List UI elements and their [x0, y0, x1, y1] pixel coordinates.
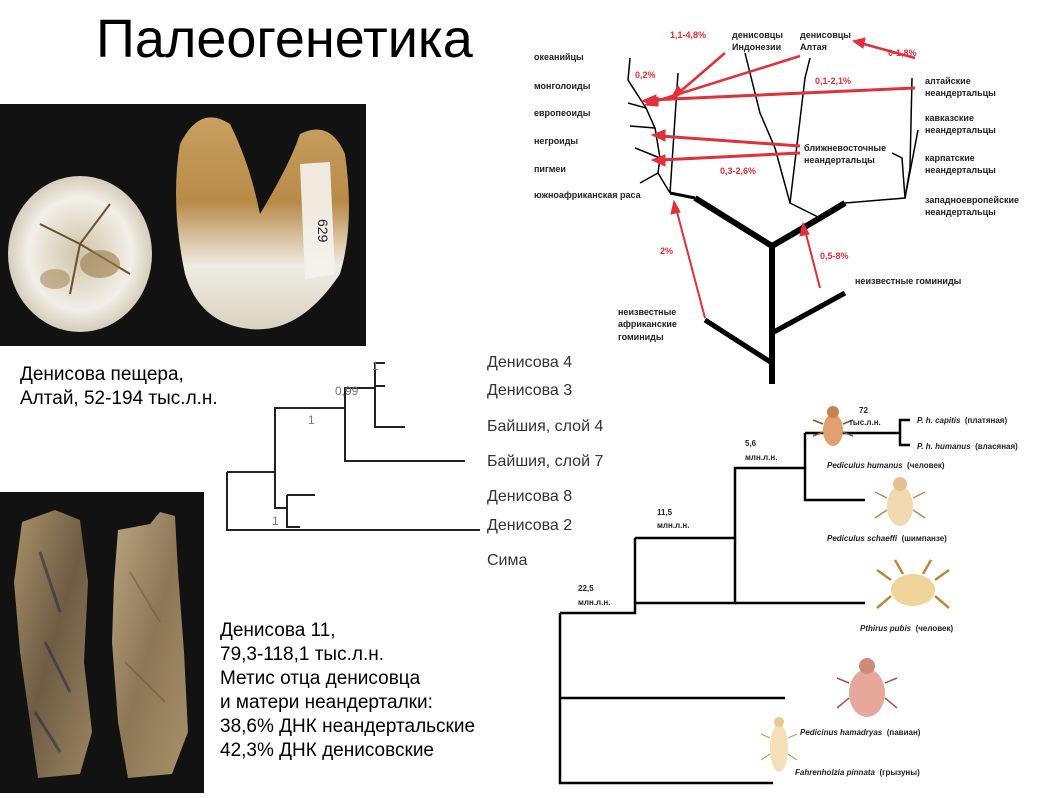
- label-europeoids: европеоиды: [534, 108, 591, 118]
- node-label: млн.л.н.: [578, 598, 610, 607]
- percent-label: 1,1-4,8%: [670, 30, 706, 40]
- tree-leaf: Сима: [487, 552, 527, 569]
- leaf-label: P. h. capitis (платяная): [917, 410, 1007, 427]
- label-westeuropean-neanderthals: неандертальцы: [925, 207, 996, 217]
- label-denisovans-altai: денисовцы: [800, 30, 851, 40]
- label-denisovans-indonesia: Индонезии: [732, 42, 781, 52]
- caption-line: Денисова пещера,: [20, 364, 184, 385]
- caption-line: Метис отца денисовца: [220, 668, 421, 689]
- label-south-african: южноафриканская раса: [534, 190, 642, 200]
- label-altai-neanderthals: неандертальцы: [925, 88, 996, 98]
- node-label: 11,5: [657, 508, 673, 517]
- node-label: тыс.л.н.: [849, 418, 881, 427]
- page-title: Палеогенетика: [96, 9, 473, 69]
- percent-label: 0-1,8%: [888, 48, 917, 58]
- label-unknown-african: гоминиды: [618, 332, 664, 342]
- denisova11-bone-photo: [0, 492, 204, 793]
- support-value: 1: [308, 413, 315, 427]
- label-westeuropean-neanderthals: западноевропейские: [925, 195, 1019, 205]
- denisova-tooth-photo: 629: [0, 104, 366, 346]
- human-phylogeny-tree: океанийцы монголоиды европеоиды негроиды…: [534, 30, 1019, 384]
- louse-chimp-icon: [874, 477, 926, 526]
- tree-branches: [226, 362, 480, 531]
- label-negroids: негроиды: [534, 136, 578, 146]
- percent-label: 0,2%: [635, 70, 656, 80]
- label-neareast-neanderthals: неандертальцы: [804, 155, 875, 165]
- label-unknown-african: неизвестные: [618, 307, 676, 317]
- denisova-phylogeny-tree: 1 0,99 1 1 Денисова 4 Денисова 3 Байшия,…: [226, 354, 603, 569]
- denisova11-caption: Денисова 11, 79,3-118,1 тыс.л.н. Метис о…: [220, 619, 475, 763]
- caption-line: Алтай, 52-194 тыс.л.н.: [20, 388, 218, 409]
- label-carpathian-neanderthals: карпатские: [925, 153, 975, 163]
- label-mongoloids: монголоиды: [534, 81, 591, 91]
- tree-labels: океанийцы монголоиды европеоиды негроиды…: [534, 30, 1019, 342]
- louse-rodent-icon: [760, 717, 798, 772]
- label-unknown-hominids: неизвестные гоминиды: [855, 276, 962, 286]
- label-unknown-african: африканские: [618, 319, 677, 329]
- leaf-label: Pthirus pubis (человек): [860, 618, 953, 635]
- node-label: млн.л.н.: [745, 453, 777, 462]
- tree-branches: [558, 418, 910, 785]
- label-pygmies: пигмеи: [534, 164, 566, 174]
- tree-leaf: Денисова 8: [487, 488, 572, 505]
- leaf-label: Fahrenholzia pinnata (грызуны): [795, 762, 920, 779]
- caption-line: и матери неандерталки:: [220, 692, 433, 713]
- svg-text:629: 629: [315, 219, 331, 243]
- lice-phylogeny-tree: 72 тыс.л.н. 5,6 млн.л.н. 11,5 млн.л.н. 2…: [558, 406, 1018, 785]
- leaf-label: P. h. humanus (власяная): [917, 436, 1018, 453]
- leaf-label: Pediculus humanus (человек): [827, 455, 945, 472]
- denisova-cave-caption: Денисова пещера, Алтай, 52-194 тыс.л.н.: [20, 363, 218, 411]
- support-value: 1: [372, 359, 379, 373]
- louse-baboon-icon: [836, 658, 898, 717]
- node-label: млн.л.н.: [657, 521, 689, 530]
- node-label: 22,5: [578, 584, 594, 593]
- label-carpathian-neanderthals: неандертальцы: [925, 165, 996, 175]
- caption-line: Денисова 11,: [220, 620, 336, 641]
- tree-leaf: Денисова 4: [487, 354, 572, 371]
- caption-line: 38,6% ДНК неандертальские: [220, 716, 476, 737]
- label-oceanians: океанийцы: [534, 52, 584, 62]
- tree-leaf: Денисова 2: [487, 517, 572, 534]
- node-label: 72: [859, 406, 868, 415]
- louse-human-icon: [812, 406, 854, 446]
- tree-leaf: Денисова 3: [487, 382, 572, 399]
- label-neareast-neanderthals: ближневосточные: [804, 143, 886, 153]
- tree-leaf: Байшия, слой 4: [487, 418, 603, 435]
- louse-pthirus-icon: [876, 559, 950, 609]
- admixture-percentages: 1,1-4,8% 0,2% 0-1,8% 0,1-2,1% 0,3-2,6% 2…: [635, 30, 917, 261]
- percent-label: 0,5-8%: [820, 251, 849, 261]
- support-value: 0,99: [335, 384, 359, 398]
- node-label: 5,6: [745, 439, 757, 448]
- caption-line: 42,3% ДНК денисовские: [220, 740, 435, 761]
- admixture-arrows: [640, 37, 916, 319]
- label-altai-neanderthals: алтайские: [925, 76, 971, 86]
- label-denisovans-altai: Алтая: [800, 42, 827, 52]
- tree-leaf: Байшия, слой 7: [487, 453, 603, 470]
- label-caucasian-neanderthals: неандертальцы: [925, 125, 996, 135]
- tree-branches: [627, 52, 919, 384]
- percent-label: 2%: [660, 246, 673, 256]
- caption-line: 79,3-118,1 тыс.л.н.: [220, 644, 384, 665]
- leaf-label: Pediculus schaeffi (шимпанзе): [827, 528, 947, 545]
- percent-label: 0,3-2,6%: [720, 166, 756, 176]
- leaf-label: Pedicinus hamadryas (павиан): [800, 722, 921, 739]
- label-caucasian-neanderthals: кавказские: [925, 113, 974, 123]
- support-value: 1: [272, 514, 279, 528]
- percent-label: 0,1-2,1%: [815, 76, 851, 86]
- label-denisovans-indonesia: денисовцы: [732, 30, 783, 40]
